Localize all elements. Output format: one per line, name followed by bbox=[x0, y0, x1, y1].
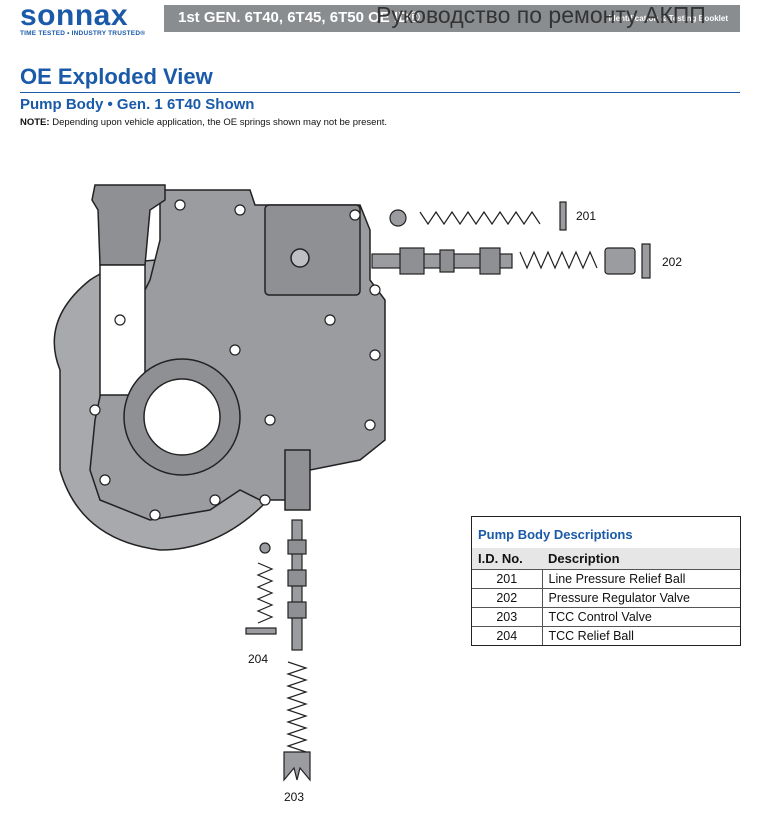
table-row: 203 TCC Control Valve bbox=[472, 607, 740, 627]
pressure-regulator-valve-202-parts bbox=[371, 243, 651, 279]
table-row: 201 Line Pressure Relief Ball bbox=[472, 569, 740, 589]
note-label: NOTE: bbox=[20, 117, 50, 128]
bolt-holes bbox=[89, 199, 381, 521]
header-booklet-label: Identification & Testing Booklet bbox=[608, 14, 728, 23]
row-id: 201 bbox=[472, 569, 543, 589]
tcc-control-valve-203-parts bbox=[283, 519, 311, 782]
row-desc: Line Pressure Relief Ball bbox=[542, 569, 740, 589]
row-id: 202 bbox=[472, 588, 543, 608]
row-desc: Pressure Regulator Valve bbox=[542, 588, 740, 608]
descriptions-grid: I.D. No. Description 201 Line Pressure R… bbox=[472, 548, 740, 645]
header-bar: 1st GEN. 6T40, 6T45, 6T50 OE ID® Identif… bbox=[164, 5, 740, 32]
logo-tagline: TIME TESTED • INDUSTRY TRUSTED® bbox=[20, 30, 146, 37]
callout-202: 202 bbox=[662, 255, 683, 269]
relief-ball-201-parts bbox=[389, 201, 567, 231]
exploded-view-diagram bbox=[53, 184, 651, 782]
row-id: 203 bbox=[472, 607, 543, 627]
callout-201: 201 bbox=[576, 209, 597, 223]
descriptions-table: Pump Body Descriptions I.D. No. Descript… bbox=[471, 516, 741, 646]
title-rule bbox=[20, 92, 740, 93]
row-id: 204 bbox=[472, 626, 543, 645]
row-desc: TCC Control Valve bbox=[542, 607, 740, 627]
col-id-header: I.D. No. bbox=[472, 548, 542, 570]
descriptions-title: Pump Body Descriptions bbox=[478, 527, 633, 542]
header-title: 1st GEN. 6T40, 6T45, 6T50 OE ID® bbox=[178, 9, 420, 26]
callout-204: 204 bbox=[248, 652, 269, 666]
note-text: Depending upon vehicle application, the … bbox=[49, 117, 388, 128]
callout-203: 203 bbox=[284, 790, 305, 804]
pump-body-illustration bbox=[53, 184, 386, 551]
table-header-row: I.D. No. Description bbox=[472, 548, 740, 570]
row-desc: TCC Relief Ball bbox=[542, 626, 740, 645]
watermark: Руководство по ремонту АКПП bbox=[376, 2, 706, 28]
section-title: OE Exploded View bbox=[20, 64, 213, 89]
subtitle: Pump Body • Gen. 1 6T40 Shown bbox=[20, 96, 255, 113]
tcc-relief-ball-204-parts bbox=[245, 542, 277, 635]
note: NOTE: Depending upon vehicle application… bbox=[20, 117, 387, 128]
table-row: 202 Pressure Regulator Valve bbox=[472, 588, 740, 608]
table-row: 204 TCC Relief Ball bbox=[472, 626, 740, 645]
sonnax-logo: sonnax TIME TESTED • INDUSTRY TRUSTED® bbox=[20, 0, 146, 38]
col-desc-header: Description bbox=[542, 548, 740, 570]
logo-word: sonnax bbox=[20, 0, 129, 32]
